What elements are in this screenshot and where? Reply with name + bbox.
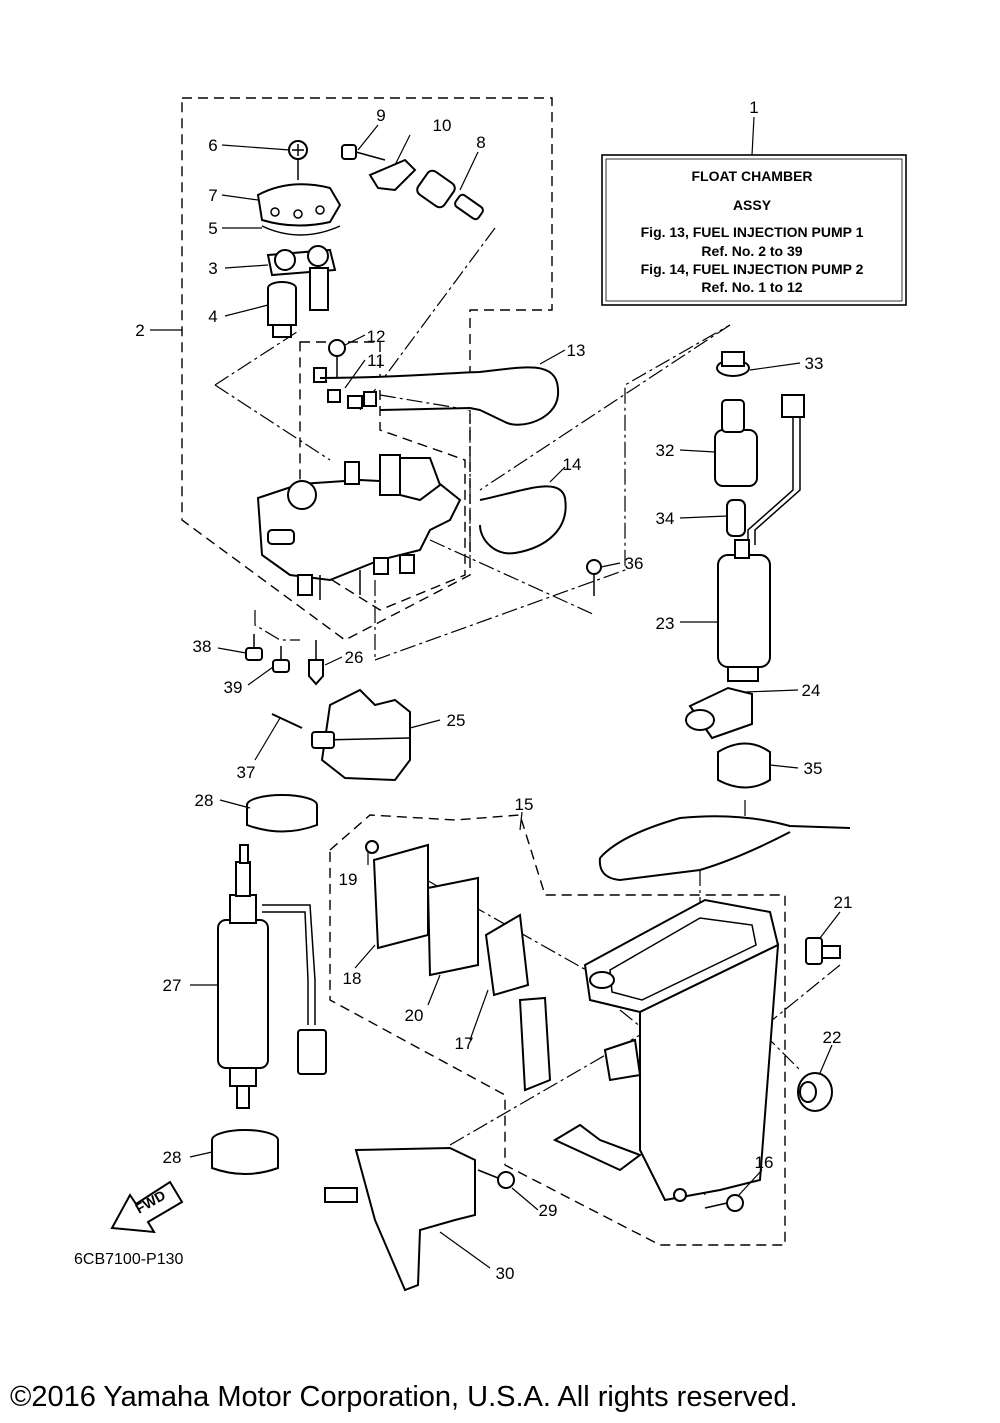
filter-32: [714, 399, 758, 487]
callout-18: 18: [343, 969, 362, 988]
gasket-20: [426, 876, 479, 977]
joint-11: [313, 367, 377, 409]
callout-16: 16: [755, 1153, 774, 1172]
hose-13: [319, 366, 560, 426]
callout-21: 21: [834, 893, 853, 912]
callout-14: 14: [563, 455, 582, 474]
callout-12: 12: [367, 327, 386, 346]
bolt-29: [477, 1169, 515, 1189]
callout-27: 27: [163, 976, 182, 995]
callout-numbers: 1 2 3 4 5 6 7 8 9 10 11 12 13 14 15 16 1…: [135, 98, 852, 1283]
note-line-3: Fig. 13, FUEL INJECTION PUMP 1: [641, 224, 864, 240]
note-line-5: Fig. 14, FUEL INJECTION PUMP 2: [641, 261, 864, 277]
callout-leaders: [150, 116, 841, 1269]
callout-34: 34: [656, 509, 675, 528]
callout-5: 5: [208, 219, 217, 238]
callout-35: 35: [804, 759, 823, 778]
grommet-33: [716, 351, 750, 377]
note-title-2: ASSY: [733, 197, 772, 213]
float-chamber-body: [518, 898, 780, 1202]
gasket: [598, 815, 851, 882]
callout-4: 4: [208, 307, 217, 326]
regulator-8: [416, 169, 484, 221]
callout-33: 33: [805, 354, 824, 373]
callout-22: 22: [823, 1028, 842, 1047]
callout-26: 26: [345, 648, 364, 667]
screw-12: [328, 339, 346, 378]
hose-14: [479, 485, 567, 555]
ring-28-upper: [246, 794, 318, 833]
screw-16: [673, 1188, 744, 1212]
collar-4: [267, 281, 297, 338]
note-line-4: Ref. No. 2 to 39: [701, 243, 802, 259]
ring-28-lower: [211, 1129, 279, 1175]
pump-body-2: [256, 454, 462, 600]
copyright-notice: ©2016 Yamaha Motor Corporation, U.S.A. A…: [10, 1381, 798, 1413]
note-line-6: Ref. No. 1 to 12: [701, 279, 802, 295]
pin-37: [271, 713, 303, 729]
pin-21: [805, 937, 841, 965]
bolt-19: [365, 840, 379, 854]
callout-11: 11: [367, 351, 385, 370]
callout-36: 36: [625, 554, 644, 573]
screw-39: [272, 646, 290, 673]
callout-2: 2: [135, 321, 144, 340]
cover-7: [256, 183, 342, 227]
note-box: FLOAT CHAMBER ASSY Fig. 13, FUEL INJECTI…: [601, 154, 907, 306]
bracket-10: [368, 158, 417, 192]
note-title-1: FLOAT CHAMBER: [691, 168, 812, 184]
callout-7: 7: [208, 186, 217, 205]
callout-37: 37: [237, 763, 256, 782]
callout-17: 17: [455, 1034, 474, 1053]
bracket-30: [324, 1146, 476, 1292]
plate-3: [266, 245, 337, 311]
low-pressure-pump-27: [217, 844, 327, 1109]
holder-24: [685, 686, 753, 740]
gasket-17: [484, 913, 530, 997]
wire-harness: [747, 394, 805, 545]
plate-18: [372, 843, 429, 950]
screw-6: [288, 140, 308, 180]
screw-38: [245, 634, 263, 661]
callout-23: 23: [656, 614, 675, 633]
callout-29: 29: [539, 1201, 558, 1220]
callout-13: 13: [567, 341, 586, 360]
cover-25: [311, 688, 411, 782]
callout-3: 3: [208, 259, 217, 278]
holder-35: [717, 742, 771, 789]
filter-26: [308, 640, 324, 686]
gasket-5: [261, 225, 341, 236]
callout-20: 20: [405, 1006, 424, 1025]
bolt-9: [341, 144, 386, 161]
callout-15: 15: [515, 795, 534, 814]
callout-19: 19: [339, 870, 358, 889]
callout-39: 39: [224, 678, 243, 697]
seal-34: [726, 499, 746, 537]
screw-36: [586, 559, 602, 596]
callout-8: 8: [476, 133, 485, 152]
callout-25: 25: [447, 711, 466, 730]
callout-32: 32: [656, 441, 675, 460]
callout-1: 1: [749, 98, 758, 117]
callout-24: 24: [802, 681, 821, 700]
callout-28-lower: 28: [163, 1148, 182, 1167]
fuel-pump-23: [717, 539, 771, 682]
callout-38: 38: [193, 637, 212, 656]
callout-6: 6: [208, 136, 217, 155]
grommet-22: [797, 1072, 833, 1112]
diagram-code: 6CB7100-P130: [74, 1251, 184, 1268]
callout-30: 30: [496, 1264, 515, 1283]
callout-28-upper: 28: [195, 791, 214, 810]
callout-9: 9: [376, 106, 385, 125]
callout-10: 10: [433, 116, 452, 135]
fwd-arrow-icon: FWD: [110, 1180, 184, 1234]
